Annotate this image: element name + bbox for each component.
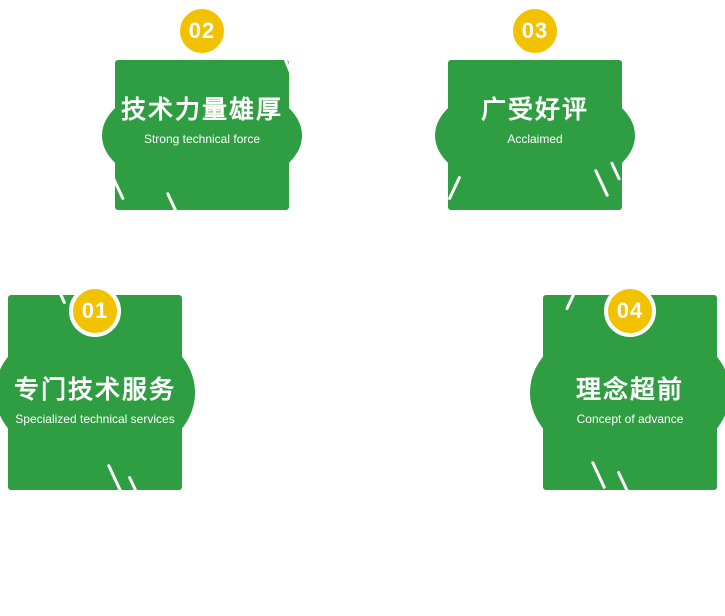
badge-number: 02 [188,18,216,43]
card-text: 专门技术服务 Specialized technical services [3,375,187,426]
number-badge: 03 [509,5,561,57]
number-badge: 04 [604,285,656,337]
card-shape [530,295,725,490]
feature-card-03: 03 广受好评 Acclaimed [435,5,635,210]
card-text: 广受好评 Acclaimed [443,95,627,146]
card-shape [435,60,635,210]
card-subtitle: Strong technical force [143,132,261,146]
card-text: 理念超前 Concept of advance [538,375,722,426]
card-shape-square [448,60,622,210]
number-badge: 01 [69,285,121,337]
card-shape [102,60,302,210]
feature-card-04: 04 理念超前 Concept of advance [530,285,725,496]
card-subtitle: Acclaimed [507,132,563,146]
card-shape-square [115,60,289,210]
card-title: 技术力量雄厚 [120,96,283,124]
badge-number: 03 [521,18,549,43]
feature-card-01: 01 专门技术服务 Specialized technical services [0,279,195,501]
badge-number: 04 [616,298,644,323]
badge-number: 01 [81,298,109,323]
feature-card-02: 02 技术力量雄厚 Strong technical force [102,5,302,221]
card-text: 技术力量雄厚 Strong technical force [110,95,294,146]
card-title: 理念超前 [575,376,684,404]
number-badge: 02 [176,5,228,57]
card-subtitle: Specialized technical services [15,412,175,426]
card-title: 广受好评 [480,96,589,124]
card-subtitle: Concept of advance [576,412,684,426]
card-title: 专门技术服务 [13,376,176,404]
